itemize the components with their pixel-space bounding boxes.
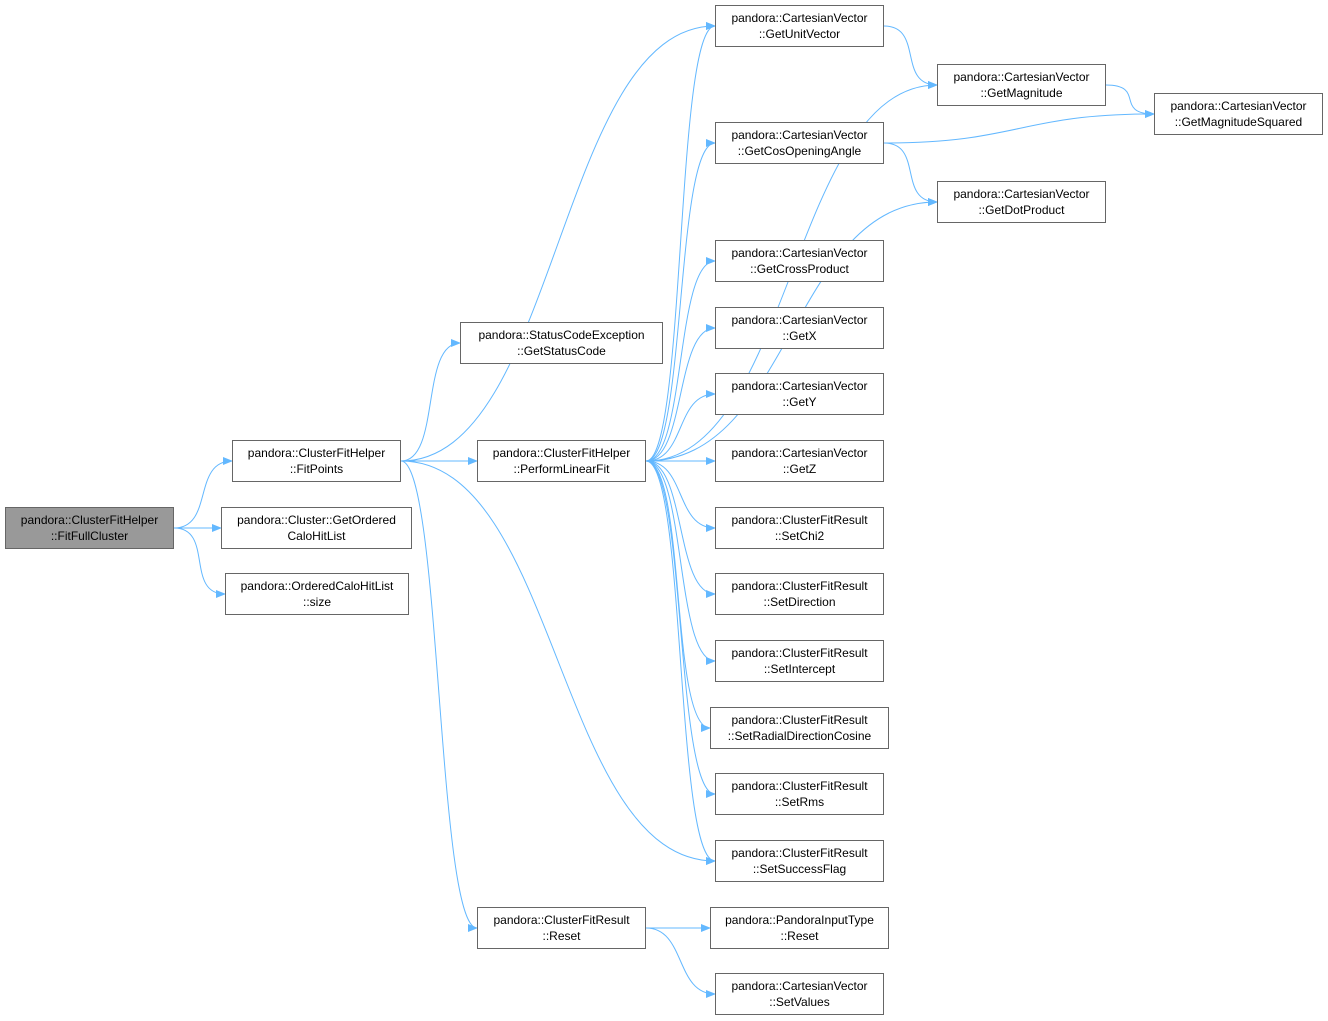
- node-gety[interactable]: pandora::CartesianVector::GetY: [715, 373, 884, 415]
- node-label-line: ::SetDirection: [763, 595, 836, 609]
- edge-fitpoints-to-clusterfitresult-reset: [400, 460, 478, 932]
- node-orderedcalohitlist-size[interactable]: pandora::OrderedCaloHitList::size: [225, 573, 409, 615]
- node-label-line: pandora::ClusterFitHelper: [20, 513, 159, 527]
- node-label-line: pandora::CartesianVector: [731, 246, 868, 260]
- node-fitfullcluster: pandora::ClusterFitHelper::FitFullCluste…: [5, 507, 174, 549]
- node-label-line: pandora::ClusterFitResult: [731, 713, 868, 727]
- edge-fitpoints-to-getunitvector: [400, 22, 716, 462]
- edge-performlinearfit-to-getcosopeningangle: [645, 139, 716, 462]
- node-label-line: pandora::ClusterFitResult: [493, 913, 630, 927]
- node-label-line: pandora::CartesianVector: [953, 70, 1090, 84]
- call-edges: [173, 22, 1155, 998]
- node-label-line: ::GetCosOpeningAngle: [737, 144, 862, 158]
- node-label-line: ::SetRms: [774, 795, 825, 809]
- edge-performlinearfit-to-setsuccessflag: [645, 460, 716, 865]
- node-label-line: pandora::OrderedCaloHitList: [240, 579, 394, 593]
- edge-getcosopeningangle-to-getmagnitudesquared: [883, 110, 1155, 144]
- node-clusterfitresult-reset[interactable]: pandora::ClusterFitResult::Reset: [477, 907, 646, 949]
- node-getz[interactable]: pandora::CartesianVector::GetZ: [715, 440, 884, 482]
- node-label-line: pandora::CartesianVector: [731, 379, 868, 393]
- node-label-line: ::GetZ: [782, 462, 817, 476]
- edge-performlinearfit-to-gety: [645, 390, 716, 462]
- node-label-line: pandora::ClusterFitResult: [731, 779, 868, 793]
- node-getdotproduct[interactable]: pandora::CartesianVector::GetDotProduct: [937, 181, 1106, 223]
- node-label-line: ::SetIntercept: [763, 662, 836, 676]
- node-label-line: ::SetValues: [769, 995, 830, 1009]
- node-label-line: pandora::CartesianVector: [953, 187, 1090, 201]
- edge-performlinearfit-to-getx: [645, 324, 716, 462]
- node-getstatuscode[interactable]: pandora::StatusCodeException::GetStatusC…: [460, 322, 663, 364]
- node-label-line: pandora::Cluster::GetOrdered: [237, 513, 396, 527]
- edge-performlinearfit-to-setintercept: [645, 460, 716, 665]
- edge-fitfullcluster-to-fitpoints: [173, 457, 233, 529]
- node-label-line: pandora::CartesianVector: [731, 979, 868, 993]
- edge-getmagnitude-to-getmagnitudesquared: [1105, 84, 1155, 118]
- node-label-line: pandora::CartesianVector: [731, 446, 868, 460]
- node-setsuccessflag[interactable]: pandora::ClusterFitResult::SetSuccessFla…: [715, 840, 884, 882]
- node-label-line: pandora::ClusterFitResult: [731, 579, 868, 593]
- node-getcosopeningangle[interactable]: pandora::CartesianVector::GetCosOpeningA…: [715, 122, 884, 164]
- node-label-line: pandora::PandoraInputType: [725, 913, 874, 927]
- edge-fitpoints-to-setsuccessflag: [400, 460, 716, 865]
- node-label-line: ::FitPoints: [289, 462, 344, 476]
- node-label-line: ::FitFullCluster: [50, 529, 129, 543]
- node-setrms[interactable]: pandora::ClusterFitResult::SetRms: [715, 773, 884, 815]
- node-label-line: ::GetMagnitude: [980, 86, 1063, 100]
- node-label-line: pandora::StatusCodeException: [478, 328, 645, 342]
- node-getcrossproduct[interactable]: pandora::CartesianVector::GetCrossProduc…: [715, 240, 884, 282]
- edge-performlinearfit-to-setrms: [645, 460, 716, 798]
- node-label-line: pandora::ClusterFitResult: [731, 646, 868, 660]
- node-setintercept[interactable]: pandora::ClusterFitResult::SetIntercept: [715, 640, 884, 682]
- edge-getcosopeningangle-to-getdotproduct: [883, 142, 938, 206]
- node-label-line: ::SetRadialDirectionCosine: [727, 729, 872, 743]
- node-label-line: ::SetSuccessFlag: [752, 862, 847, 876]
- node-label-line: pandora::CartesianVector: [731, 11, 868, 25]
- node-performlinearfit[interactable]: pandora::ClusterFitHelper::PerformLinear…: [477, 440, 646, 482]
- node-setvalues[interactable]: pandora::CartesianVector::SetValues: [715, 973, 884, 1015]
- node-label-line: ::PerformLinearFit: [513, 462, 610, 476]
- node-label-line: ::GetX: [782, 329, 817, 343]
- node-label-line: CaloHitList: [287, 529, 346, 543]
- node-label-line: pandora::ClusterFitHelper: [247, 446, 386, 460]
- node-fitpoints[interactable]: pandora::ClusterFitHelper::FitPoints: [232, 440, 401, 482]
- node-label-line: ::Reset: [780, 929, 819, 943]
- node-getx[interactable]: pandora::CartesianVector::GetX: [715, 307, 884, 349]
- edge-fitpoints-to-getstatuscode: [400, 339, 461, 462]
- node-label-line: ::GetStatusCode: [517, 344, 606, 358]
- node-label-line: ::GetUnitVector: [758, 27, 841, 41]
- edge-performlinearfit-to-setdirection: [645, 460, 716, 598]
- node-label-line: pandora::CartesianVector: [1170, 99, 1307, 113]
- node-label-line: ::size: [302, 595, 331, 609]
- node-setchi2[interactable]: pandora::ClusterFitResult::SetChi2: [715, 507, 884, 549]
- node-getunitvector[interactable]: pandora::CartesianVector::GetUnitVector: [715, 5, 884, 47]
- node-getmagnitudesquared[interactable]: pandora::CartesianVector::GetMagnitudeSq…: [1154, 93, 1323, 135]
- node-setdirection[interactable]: pandora::ClusterFitResult::SetDirection: [715, 573, 884, 615]
- node-label-line: pandora::CartesianVector: [731, 128, 868, 142]
- edge-performlinearfit-to-getcrossproduct: [645, 257, 716, 462]
- node-getmagnitude[interactable]: pandora::CartesianVector::GetMagnitude: [937, 64, 1106, 106]
- edge-clusterfitresult-reset-to-setvalues: [645, 927, 716, 998]
- node-setradialdirectioncosine[interactable]: pandora::ClusterFitResult::SetRadialDire…: [710, 707, 889, 749]
- node-label-line: ::GetCrossProduct: [750, 262, 849, 276]
- edge-getunitvector-to-getmagnitude: [883, 25, 938, 89]
- node-pandorainputtype-reset[interactable]: pandora::PandoraInputType::Reset: [710, 907, 889, 949]
- node-label-line: ::SetChi2: [774, 529, 825, 543]
- node-label-line: ::GetMagnitudeSquared: [1174, 115, 1303, 129]
- edge-fitfullcluster-to-orderedcalohitlist-size: [173, 527, 226, 598]
- edge-performlinearfit-to-setchi2: [645, 460, 716, 532]
- edge-performlinearfit-to-getunitvector: [645, 22, 716, 462]
- node-label-line: pandora::ClusterFitResult: [731, 513, 868, 527]
- node-label-line: ::GetDotProduct: [978, 203, 1065, 217]
- node-label-line: pandora::CartesianVector: [731, 313, 868, 327]
- node-label-line: ::GetY: [782, 395, 817, 409]
- node-label-line: pandora::ClusterFitHelper: [492, 446, 631, 460]
- node-label-line: ::Reset: [542, 929, 581, 943]
- node-label-line: pandora::ClusterFitResult: [731, 846, 868, 860]
